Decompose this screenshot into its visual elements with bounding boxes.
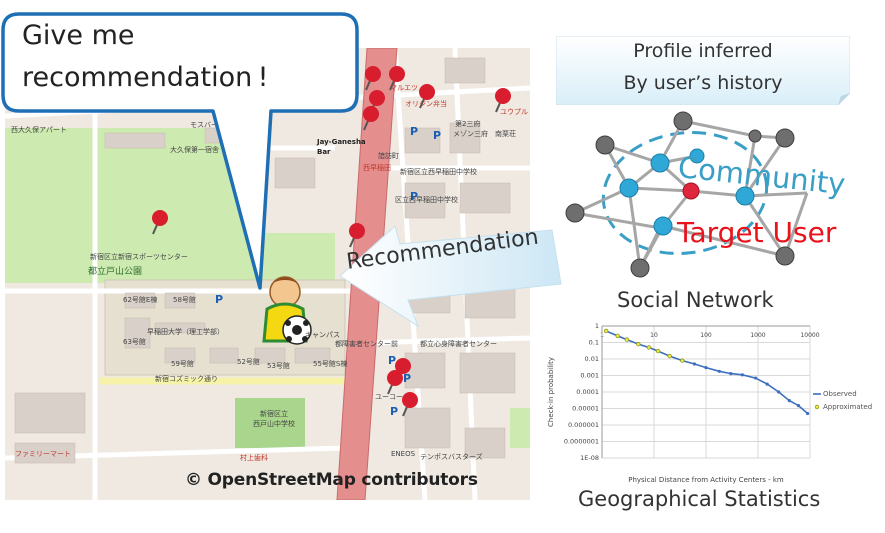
y-tick-label: 0.01 [585, 355, 599, 363]
map-label: ユーコー [375, 393, 403, 401]
map-label: 52号館 [237, 358, 260, 366]
observed-point [777, 390, 781, 394]
map-label: 新宿コズミック通り [155, 375, 218, 383]
approximated-point [655, 348, 661, 354]
y-axis-label: Check-in probability [547, 357, 555, 427]
target-user-label: Target User [677, 216, 837, 249]
map-label: 早稲田大学（理工学部） [147, 328, 224, 336]
y-tick-label: 0.001 [580, 372, 599, 380]
approximated-point [624, 337, 630, 342]
svg-text:P: P [410, 125, 418, 138]
x-tick-label: 10 [650, 332, 658, 339]
svg-text:P: P [388, 354, 396, 367]
map-label: 62号館E棟 [123, 296, 158, 304]
observed-point [754, 376, 758, 380]
map-label: 58号館 [173, 296, 196, 304]
observed-point [806, 411, 810, 416]
approximated-point [615, 333, 620, 339]
profile-box: Profile inferred By user’s history [556, 36, 850, 105]
svg-text:P: P [390, 405, 398, 418]
user-avatar-icon [262, 276, 312, 345]
map-label: 都立心身障害者センター [420, 340, 497, 348]
map-label: メゾン三府 [453, 130, 488, 138]
approximated-point [603, 328, 609, 334]
legend-approximated-label: Approximated [823, 403, 872, 411]
approximated-point [646, 345, 652, 350]
map-label: 西戸山中学校 [253, 420, 295, 428]
profile-line2: By user’s history [623, 72, 783, 94]
x-tick-label: 100 [700, 332, 712, 339]
map-label: 第2三府 [455, 120, 481, 128]
x-axis-label: Physical Distance from Activity Centers … [628, 476, 784, 484]
observed-point [704, 366, 708, 370]
map-label: モスバーガー [190, 121, 232, 129]
poi-pins [152, 66, 511, 417]
bubble-text-line1: Give me [22, 20, 135, 51]
map-label: 63号館 [123, 338, 146, 346]
map-label: 西早稲田 [363, 164, 391, 172]
speech-bubble [1, 12, 359, 290]
map-label: Bar [317, 148, 331, 156]
map-label: キャンパス [305, 331, 340, 339]
profile-line1: Profile inferred [633, 40, 773, 62]
legend-observed-label: Observed [823, 390, 857, 398]
bubble-text-line2: recommendation ! [22, 62, 269, 93]
map-label: ユウプル [500, 108, 528, 116]
map-label: ファミリーマート [15, 450, 71, 458]
approximated-point [680, 358, 685, 363]
chart-title: Geographical Statistics [578, 487, 821, 511]
y-tick-label: 0.00001 [572, 405, 599, 413]
observed-point [765, 382, 769, 386]
map-label: 区立西早稲田中学校 [395, 196, 458, 204]
svg-text:P: P [403, 372, 411, 385]
map-label: 59号館 [171, 360, 194, 368]
map-label: テンポスバスターズ [420, 453, 483, 461]
observed-point [729, 372, 733, 376]
map-label: オリジン弁当 [405, 100, 447, 108]
map-label: 都障害者センター前 [335, 340, 398, 348]
observed-point [787, 399, 791, 403]
y-tick-label: 0.000001 [568, 421, 599, 429]
observed-point [717, 369, 721, 373]
map-label: 新宿区立西早稲田中学校 [400, 168, 477, 176]
map-label: 諳訪町 [378, 152, 399, 160]
social-network-diagram [565, 111, 809, 278]
map-label: ENEOS [391, 450, 416, 458]
y-tick-label: 1E-08 [580, 454, 599, 462]
target-user-node [682, 182, 700, 200]
legend-approximated-swatch [814, 404, 820, 410]
svg-text:P: P [215, 293, 223, 306]
map-label: 新宿区立新宿スポーツセンター [90, 253, 188, 261]
social-network-title: Social Network [617, 288, 774, 312]
approximated-point [636, 341, 641, 347]
observed-point [740, 373, 744, 377]
map-label: マルエツ [390, 84, 418, 92]
svg-text:P: P [433, 129, 441, 142]
map-label: 都立戸山公園 [88, 267, 143, 277]
x-tick-label: 1000 [750, 332, 765, 339]
observed-point [692, 362, 697, 366]
map-label: 南栗荘 [495, 130, 516, 138]
map-credit[interactable]: © OpenStreetMap contributors [185, 470, 478, 490]
approximated-point [667, 353, 672, 359]
recommendation-arrow-icon [340, 226, 562, 328]
svg-text:P: P [410, 190, 418, 203]
observed-point [796, 403, 801, 408]
map-label: 村上歯科 [240, 454, 268, 462]
y-tick-label: 0.1 [589, 339, 599, 347]
y-tick-label: 0.0001 [576, 388, 599, 396]
map-label: Jay-Ganesha [317, 138, 366, 146]
map-label: 大久保第一宿舎 [170, 146, 219, 154]
map-label: 新宿区立 [260, 410, 288, 418]
y-tick-label: 0.0000001 [564, 438, 599, 446]
map-label: 55号館S棟 [313, 360, 348, 368]
map-label: 53号館 [267, 362, 290, 370]
map-label: 西大久保アパート [11, 126, 67, 134]
distance-probability-chart: 11010010001000010.10.010.0010.00010.0000… [547, 322, 872, 484]
x-tick-label: 10000 [800, 332, 819, 339]
y-tick-label: 1 [595, 322, 599, 330]
